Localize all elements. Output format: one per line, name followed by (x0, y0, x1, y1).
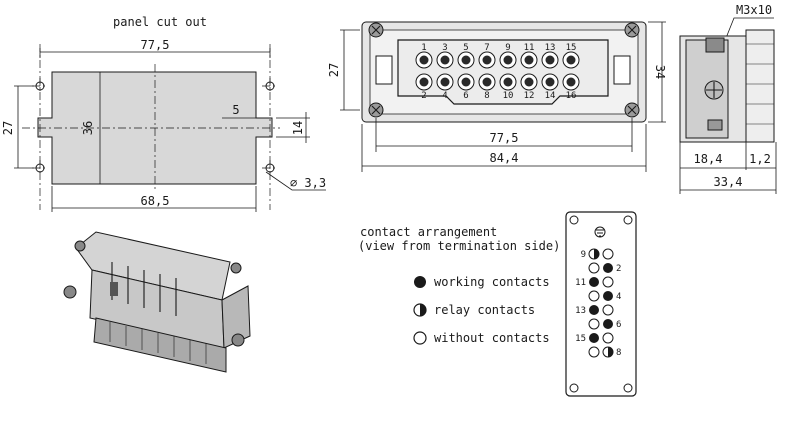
arrangement-label-left: 11 (575, 278, 586, 288)
legend-relay-label: relay contacts (434, 303, 535, 317)
working-contact-icon (414, 276, 426, 288)
without-contact-icon (588, 346, 600, 358)
front-pin (457, 51, 475, 69)
legend-title-line1: contact arrangement (360, 225, 497, 239)
without-contact-icon (602, 304, 614, 316)
dim-side-a: 18,4 (694, 152, 723, 166)
front-pin-label: 5 (463, 43, 468, 53)
dim-side-total: 33,4 (714, 175, 743, 189)
front-pin (478, 73, 496, 91)
dim-panel-width-outer: 77,5 (141, 38, 170, 52)
legend-without-label: without contacts (434, 331, 550, 345)
arrangement-contact-grid: 9 2 11 4 13 6 15 8 (575, 248, 621, 358)
without-contact-icon (588, 318, 600, 330)
front-pin-label: 2 (421, 91, 426, 101)
dim-panel-height-small: 14 (291, 121, 305, 135)
front-screw (368, 22, 640, 118)
front-pin (415, 51, 433, 69)
dim-panel-height-outer: 36 (81, 121, 95, 135)
front-pin (562, 73, 580, 91)
legend-title-line2: (view from termination side) (358, 239, 560, 253)
arrangement-label-right: 8 (616, 348, 621, 358)
working-contact-icon (589, 277, 599, 287)
front-pin-label: 11 (524, 43, 535, 53)
working-contact-icon (589, 333, 599, 343)
front-pin-label: 7 (484, 43, 489, 53)
front-pin-label: 16 (566, 91, 577, 101)
front-pin (520, 51, 538, 69)
front-pin-label: 12 (524, 91, 535, 101)
contact-arrangement-view: 9 2 11 4 13 6 15 8 (565, 211, 637, 397)
dim-front-width-outer: 84,4 (490, 151, 519, 165)
contact-legend: contact arrangement (view from terminati… (358, 225, 560, 345)
front-pin-label: 3 (442, 43, 447, 53)
working-contact-icon (603, 263, 613, 273)
front-pin-label: 13 (545, 43, 556, 53)
arrangement-label-right: 4 (616, 292, 621, 302)
front-pin-label: 9 (505, 43, 510, 53)
without-contact-icon (413, 331, 427, 345)
working-contact-icon (589, 305, 599, 315)
front-pin (478, 51, 496, 69)
panel-cutout-view: panel cut out 77,5 68,5 27 36 5 14 (1, 15, 326, 212)
relay-contact-icon (588, 248, 600, 260)
front-pin (436, 73, 454, 91)
dim-panel-offset: 5 (232, 103, 239, 117)
dim-panel-height-total: 27 (1, 121, 15, 135)
front-pin (499, 51, 517, 69)
without-contact-icon (602, 276, 614, 288)
front-pin-label: 1 (421, 43, 426, 53)
arrangement-frame (565, 211, 637, 397)
ground-icon (594, 226, 606, 238)
legend-working-label: working contacts (434, 275, 550, 289)
without-contact-icon (588, 290, 600, 302)
front-pin (520, 73, 538, 91)
arrangement-label-left: 9 (581, 250, 586, 260)
front-pin-label: 10 (503, 91, 514, 101)
connector-side-view: M3x10 18,4 1,2 33,4 (679, 3, 777, 194)
front-pin (541, 73, 559, 91)
front-pin (457, 73, 475, 91)
front-pin-label: 15 (566, 43, 577, 53)
label-screw-size: M3x10 (736, 3, 772, 17)
front-pin (499, 73, 517, 91)
front-pin (562, 51, 580, 69)
arrangement-label-left: 13 (575, 306, 586, 316)
dim-hole-diameter: ∅ 3,3 (290, 176, 326, 190)
relay-contact-icon (602, 346, 614, 358)
front-pin (436, 51, 454, 69)
working-contact-icon (603, 319, 613, 329)
connector-isometric-view (63, 231, 251, 373)
arrangement-label-left: 15 (575, 334, 586, 344)
dim-side-b: 1,2 (749, 152, 771, 166)
side-screw (705, 37, 725, 53)
front-pin (541, 51, 559, 69)
front-pin (415, 73, 433, 91)
without-contact-icon (588, 262, 600, 274)
without-contact-icon (602, 332, 614, 344)
without-contact-icon (602, 248, 614, 260)
front-pin-label: 8 (484, 91, 489, 101)
dim-front-height-left: 27 (327, 63, 341, 77)
dim-front-height-right: 34 (653, 65, 667, 79)
working-contact-icon (603, 291, 613, 301)
relay-contact-icon (413, 303, 427, 317)
arrangement-label-right: 2 (616, 264, 621, 274)
front-pin-label: 6 (463, 91, 468, 101)
dim-front-width-inner: 77,5 (490, 131, 519, 145)
front-pin-label: 4 (442, 91, 447, 101)
dim-panel-width-inner: 68,5 (141, 194, 170, 208)
front-pin-label: 14 (545, 91, 556, 101)
arrangement-label-right: 6 (616, 320, 621, 330)
panel-title: panel cut out (113, 15, 207, 29)
